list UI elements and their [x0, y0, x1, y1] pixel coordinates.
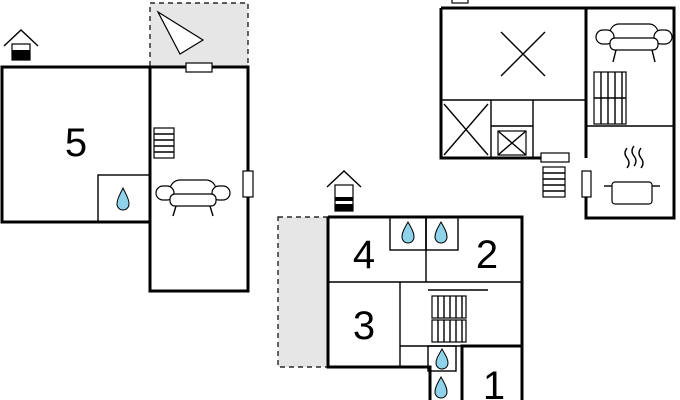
water-drop-icon: [434, 375, 448, 399]
sofa-icon: [155, 179, 231, 217]
room-2-label: 2: [476, 233, 498, 277]
water-drop-icon: [401, 220, 415, 244]
house-entrance-icon: [451, 0, 469, 4]
right-unit: [439, 0, 676, 220]
bottom-unit: 4 2 3 1: [277, 170, 524, 400]
water-drop-icon: [116, 186, 130, 211]
skylight-cross-icon: [443, 103, 489, 156]
water-drop-icon: [434, 220, 448, 244]
sofa-icon: [595, 23, 673, 63]
room-4-label: 4: [353, 233, 375, 277]
stairs-icon: [431, 319, 467, 343]
water-drop-icon: [435, 347, 449, 370]
bottom-terrace: [277, 216, 329, 368]
stairs-icon: [153, 127, 175, 159]
window: [581, 170, 592, 198]
cooking-pot-icon: [604, 145, 660, 205]
skylight-cross-icon: [497, 130, 527, 156]
window: [242, 170, 254, 198]
skylight-cross-icon: [500, 31, 546, 77]
room-5-label: 5: [65, 121, 87, 165]
room-3-label: 3: [353, 304, 375, 348]
stairs-icon: [431, 295, 467, 319]
door: [540, 152, 570, 163]
left-unit-walls: [0, 65, 250, 293]
house-entrance-icon: [326, 170, 362, 212]
bathroom-block: [97, 174, 151, 223]
door: [185, 62, 213, 73]
room-1-label: 1: [483, 364, 505, 400]
house-entrance-icon: [3, 29, 39, 61]
left-unit: 5: [0, 2, 254, 293]
left-terrace: [149, 2, 249, 68]
terrace-triangle-icon: [156, 10, 205, 55]
right-unit-walls: [439, 6, 676, 220]
sink-block: [427, 345, 457, 372]
sink-block: [425, 216, 459, 251]
stairs-icon: [593, 71, 627, 125]
stairs-icon: [542, 166, 566, 198]
